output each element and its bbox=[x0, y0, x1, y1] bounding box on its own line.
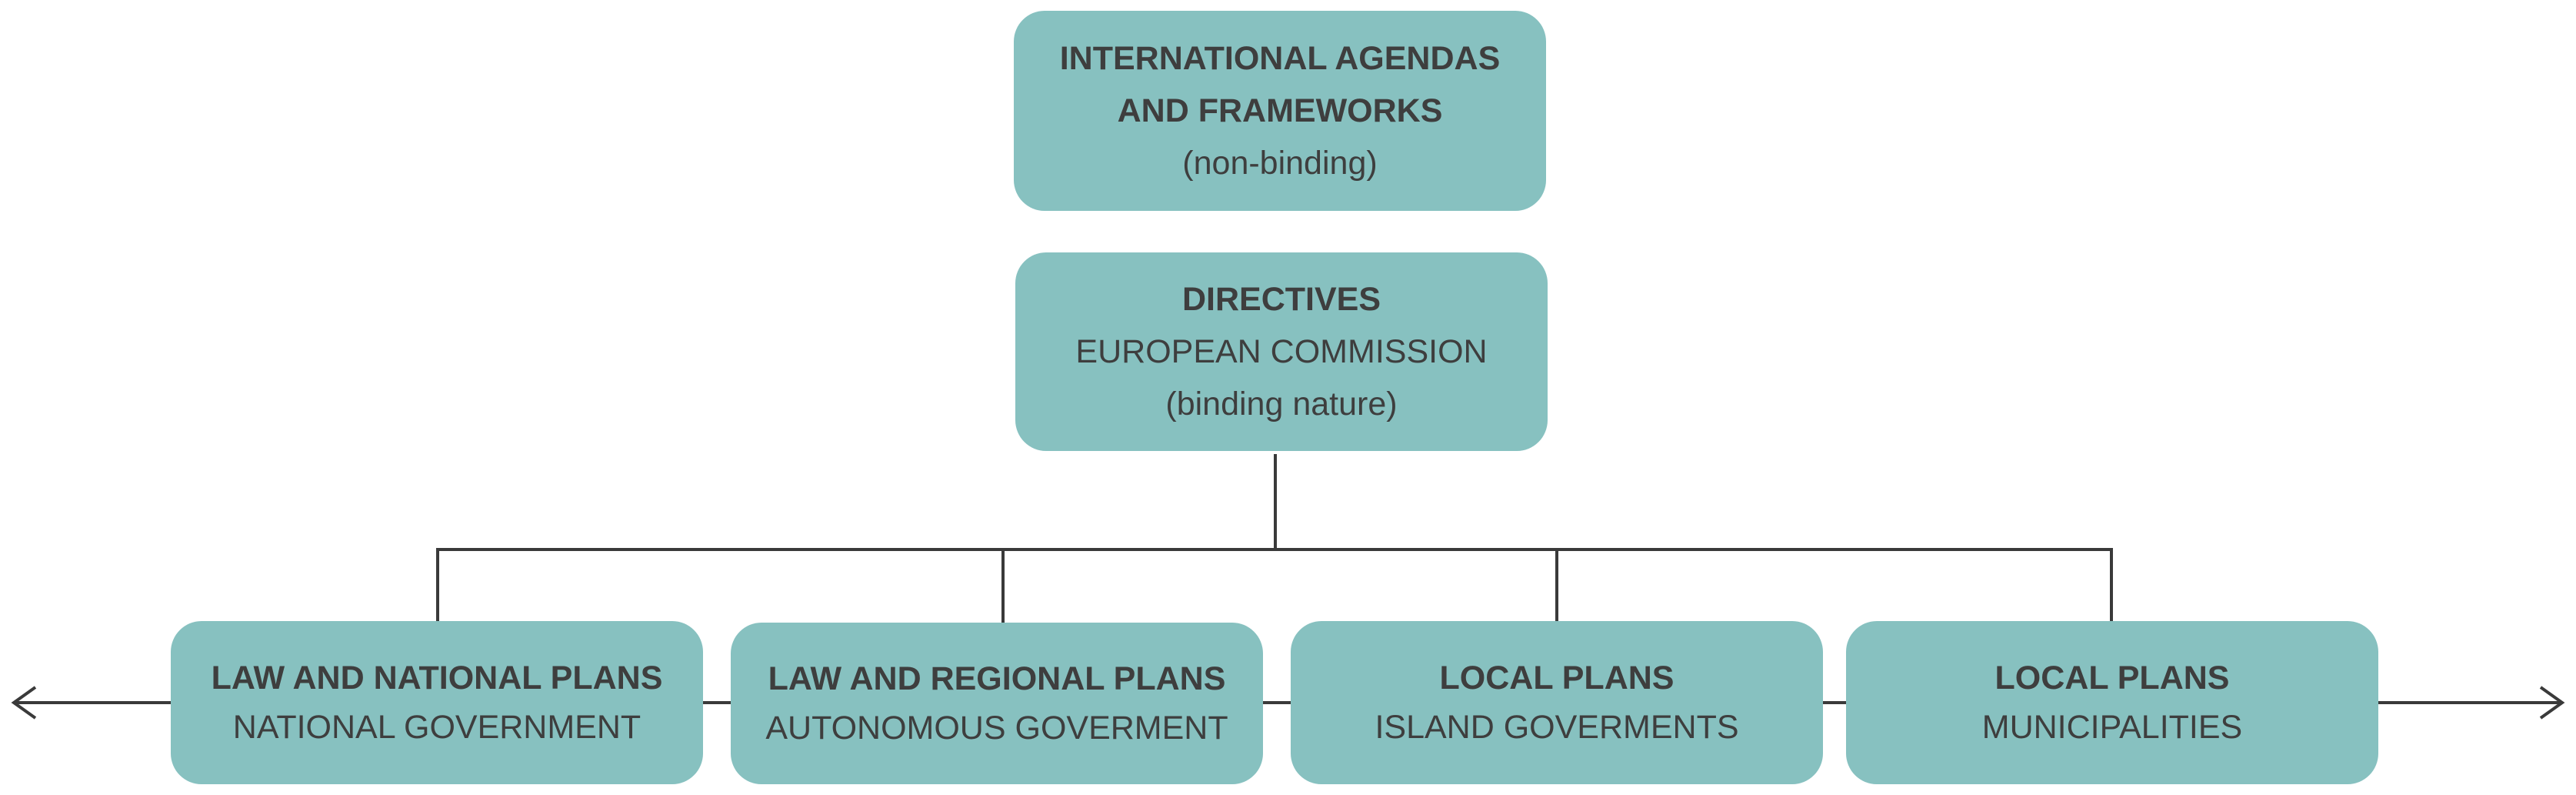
directives-line3: (binding nature) bbox=[1165, 386, 1398, 423]
regional-plans-box: LAW AND REGIONAL PLANS AUTONOMOUS GOVERM… bbox=[731, 623, 1263, 784]
regional-plans-title: LAW AND REGIONAL PLANS bbox=[768, 660, 1226, 697]
international-subtitle: (non-binding) bbox=[1182, 145, 1378, 182]
directives-line2: EUROPEAN COMMISSION bbox=[1075, 333, 1488, 370]
island-plans-box: LOCAL PLANS ISLAND GOVERMENTS bbox=[1291, 621, 1823, 784]
municipal-plans-box: LOCAL PLANS MUNICIPALITIES bbox=[1846, 621, 2378, 784]
national-plans-box: LAW AND NATIONAL PLANS NATIONAL GOVERNME… bbox=[171, 621, 703, 784]
international-agendas-box: INTERNATIONAL AGENDAS AND FRAMEWORKS (no… bbox=[1014, 11, 1546, 211]
regional-plans-subtitle: AUTONOMOUS GOVERMENT bbox=[765, 710, 1228, 747]
international-title-line2: AND FRAMEWORKS bbox=[1117, 92, 1443, 129]
national-plans-title: LAW AND NATIONAL PLANS bbox=[211, 660, 663, 696]
island-plans-subtitle: ISLAND GOVERMENTS bbox=[1375, 709, 1739, 746]
directives-title: DIRECTIVES bbox=[1181, 281, 1381, 318]
municipal-plans-subtitle: MUNICIPALITIES bbox=[1981, 709, 2243, 746]
national-plans-subtitle: NATIONAL GOVERNMENT bbox=[232, 709, 642, 746]
international-title-line1: INTERNATIONAL AGENDAS bbox=[1059, 40, 1501, 77]
directives-box: DIRECTIVES EUROPEAN COMMISSION (binding … bbox=[1015, 252, 1548, 451]
island-plans-title: LOCAL PLANS bbox=[1439, 660, 1675, 696]
right-arrowhead-icon bbox=[2539, 686, 2565, 720]
municipal-plans-title: LOCAL PLANS bbox=[1994, 660, 2230, 696]
left-arrowhead-icon bbox=[11, 686, 37, 720]
